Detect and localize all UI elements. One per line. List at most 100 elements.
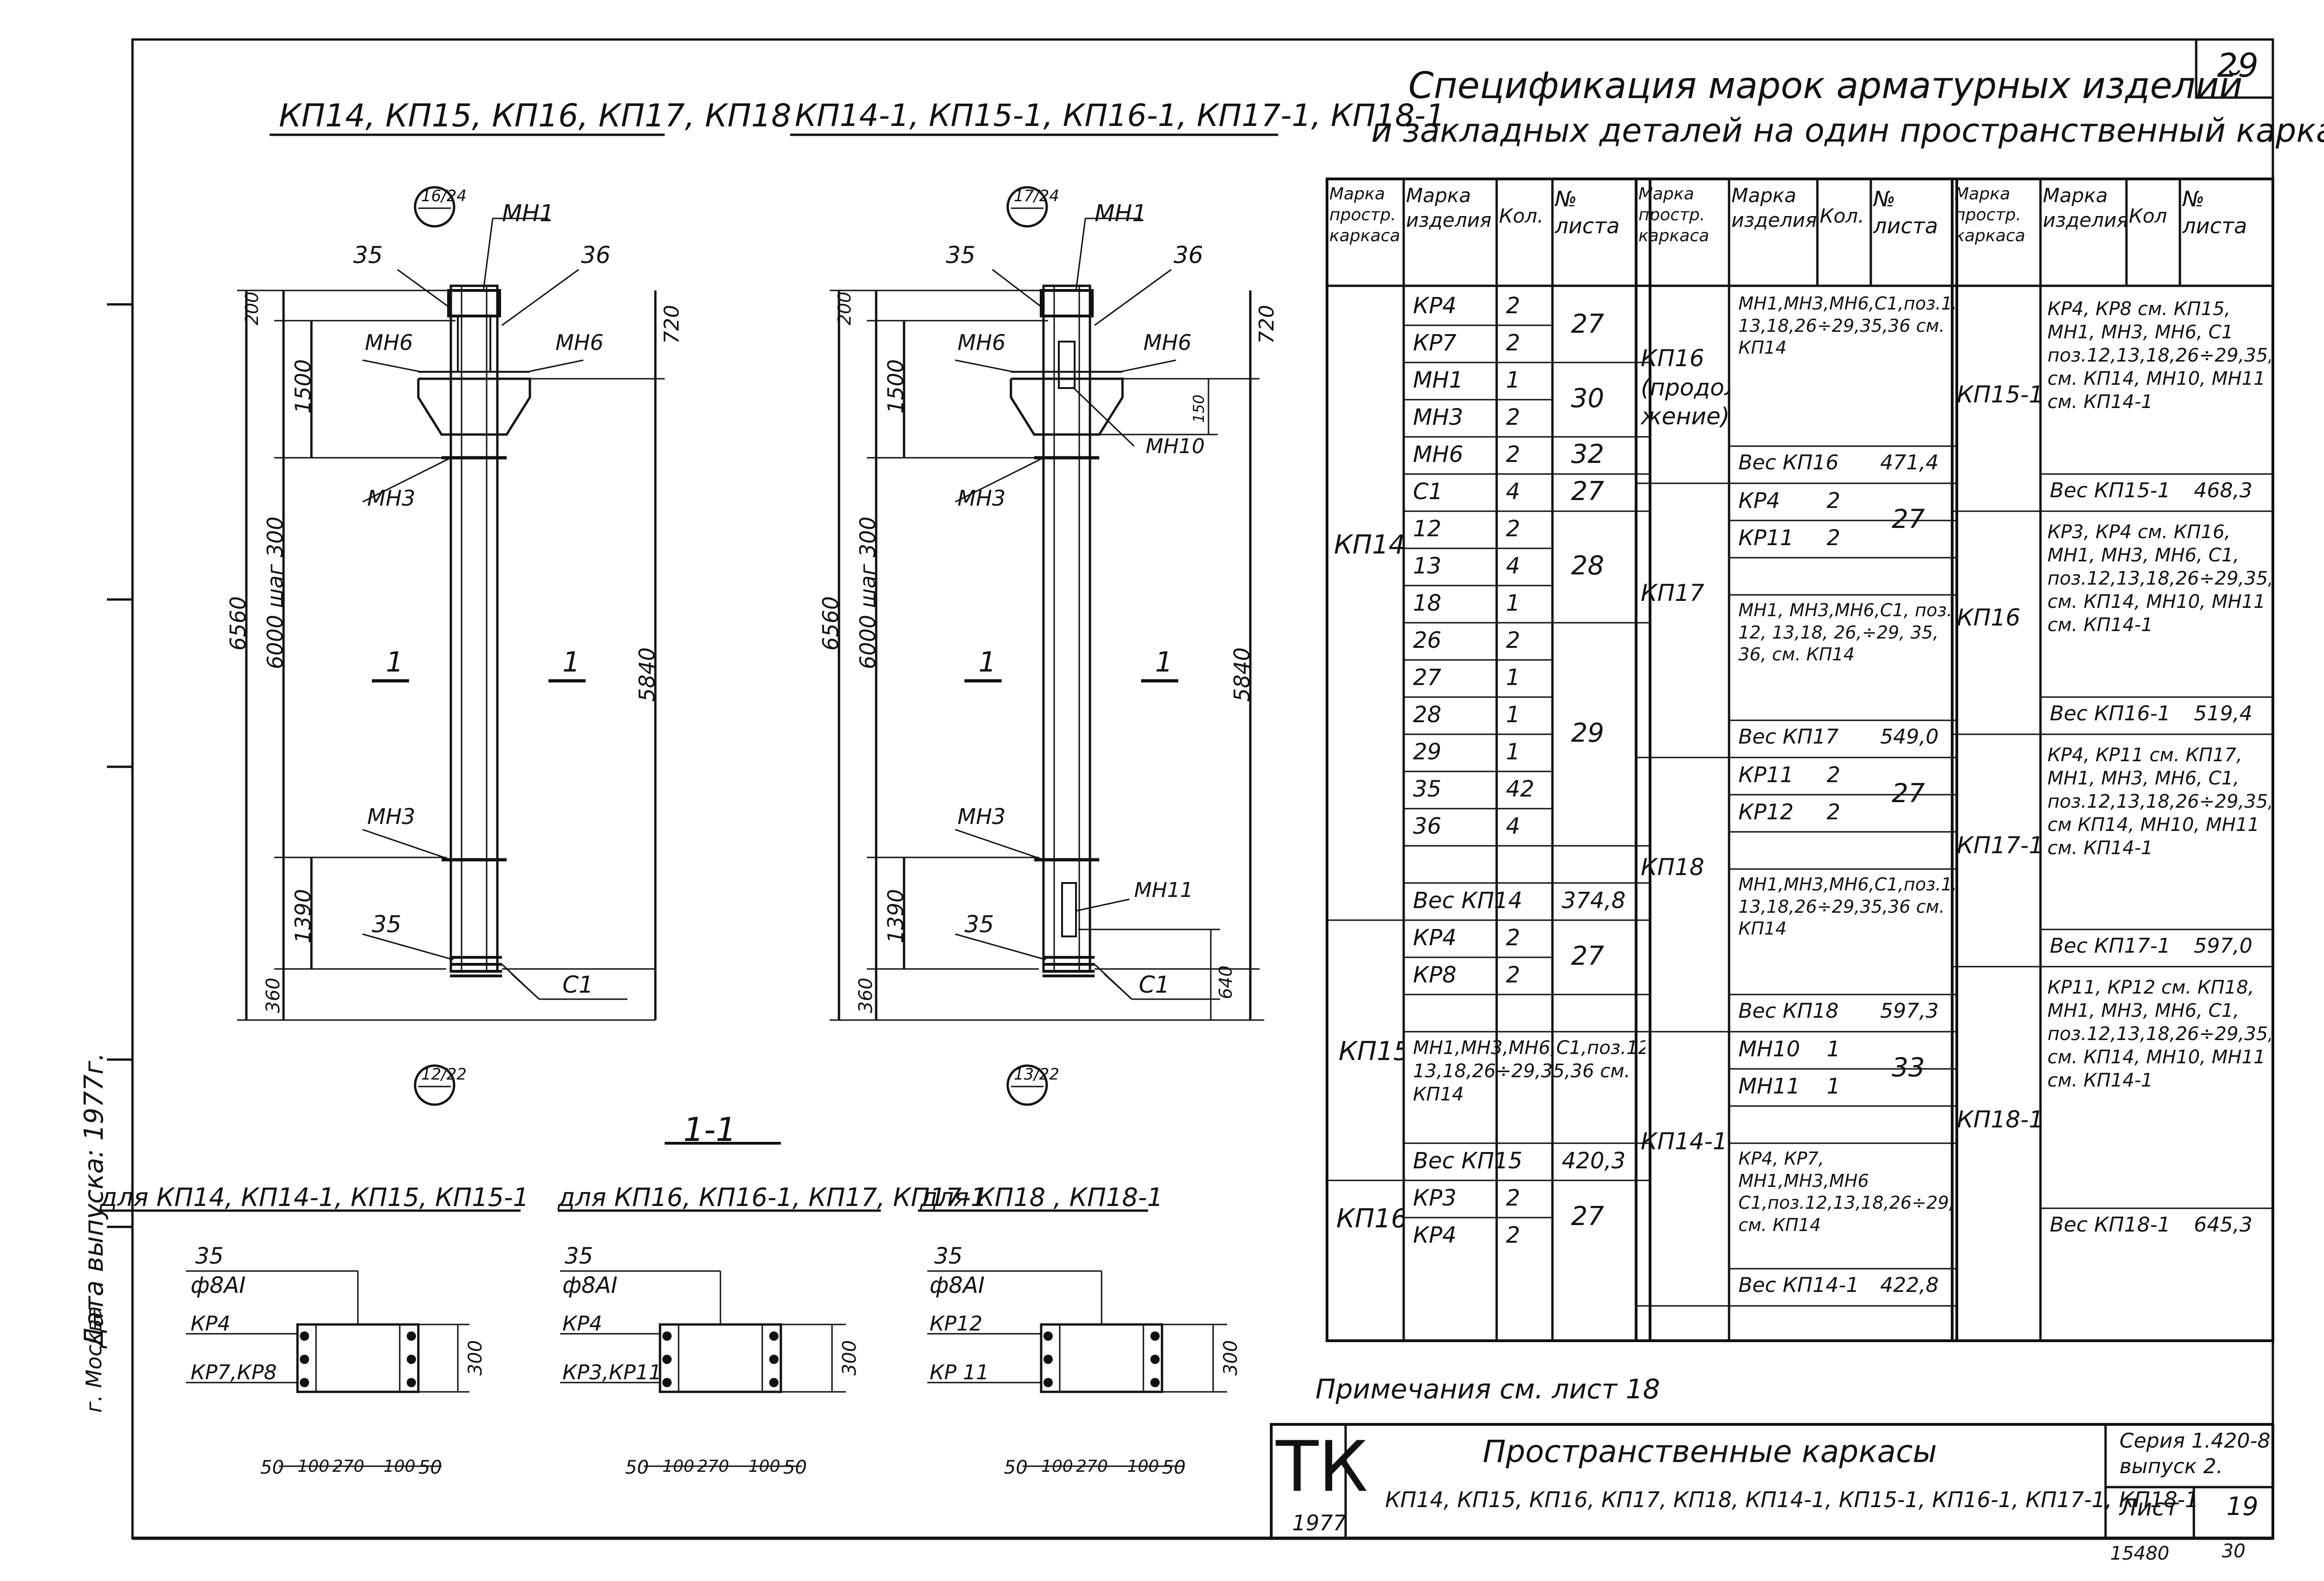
item-c2-2-0: КР11: [1738, 762, 1794, 787]
sheet-kp14-0: 27: [1571, 309, 1604, 339]
qty-c2-3-0: 1: [1827, 1036, 1841, 1061]
item-kp16-1: КР4: [1413, 1222, 1457, 1248]
section1-bottom-dim: 50: [418, 1457, 442, 1478]
view2-dim-640: 640: [1215, 965, 1236, 999]
title-block-subtitle: КП14, КП15, КП16, КП17, КП18, КП14-1, КП…: [1385, 1487, 2199, 1512]
view1-bottom-tag: 12/22: [421, 1065, 467, 1084]
sheet-kp16: 27: [1571, 1201, 1604, 1232]
section2-dim-300: 300: [839, 1340, 860, 1376]
qty-kp16-0: 2: [1506, 1185, 1520, 1211]
section1-bottom-dim: 100: [383, 1457, 416, 1476]
item-27: 27: [1413, 665, 1442, 691]
item-35: 35: [1413, 776, 1442, 802]
item-26: 26: [1413, 627, 1442, 653]
view1-dim-360: 360: [263, 977, 284, 1013]
weight-c2-3: 422,8: [1880, 1273, 1939, 1297]
view1-title: КП14, КП15, КП16, КП17, КП18: [279, 98, 792, 134]
view2-dim-6000: 6000 шаг 300: [855, 516, 880, 669]
margin-ticks: [107, 303, 132, 1228]
item-c2-1-1: КР11: [1738, 525, 1794, 550]
qty-МН3: 2: [1506, 404, 1520, 430]
view1-dim-6000: 6000 шаг 300: [263, 516, 288, 669]
header-frame-2: Марка простр. каркаса: [1638, 184, 1710, 245]
sheet-kp14-4: 28: [1571, 551, 1604, 581]
section2-top-label: КР4: [562, 1312, 602, 1336]
view2-dim-5840: 5840: [1229, 647, 1254, 702]
header-qty-2: Кол.: [1820, 204, 1864, 227]
view1-dim-720: 720: [660, 305, 684, 344]
section1-bar: 35: [195, 1243, 224, 1269]
qty-35: 42: [1506, 776, 1535, 802]
weight-kp15: 420,3: [1562, 1148, 1626, 1174]
qty-МН6: 2: [1506, 441, 1520, 468]
qty-28: 1: [1506, 702, 1520, 728]
view2-dim-150: 150: [1190, 394, 1208, 423]
header-sheet-3: № листа: [2182, 186, 2247, 238]
item-13: 13: [1413, 553, 1442, 579]
sheet-kp14-5: 29: [1571, 718, 1604, 748]
qty-c2-3-1: 1: [1827, 1074, 1841, 1099]
title-block-grid: [1270, 1423, 2274, 1540]
frame-c2-1: КП17: [1641, 580, 1704, 606]
section2-bottom-dim: 50: [625, 1457, 649, 1478]
title-block-title: Пространственные каркасы: [1483, 1434, 1937, 1469]
header-frame-1: Марка простр. каркаса: [1329, 184, 1400, 245]
ref-c2-3: КР4, КР7, МН1,МН3,МН6 С1,поз.12,13,18,26…: [1738, 1148, 1954, 1235]
section2-bottom-label: КР3,КР11: [562, 1361, 662, 1384]
weight-label-kp15: Вес КП15: [1413, 1148, 1523, 1174]
section-bars: [300, 1331, 1160, 1387]
title-block-inv: 15480: [2110, 1543, 2170, 1564]
ref-kp15: МН1,МН3,МН6,С1,поз.12, 13,18,26÷29,35,36…: [1413, 1037, 1645, 1105]
sheet-c2-3: 33: [1892, 1053, 1925, 1083]
qty-c2-1-0: 2: [1827, 488, 1841, 513]
weight-c3-0: 468,3: [2194, 479, 2252, 502]
view2-label-mn10: МН10: [1146, 435, 1205, 458]
qty-13: 4: [1506, 553, 1520, 579]
item-kp15-0: КР4: [1413, 925, 1457, 951]
weight-c2-0: 471,4: [1880, 451, 1939, 474]
item-36: 36: [1413, 813, 1442, 839]
view1-dim-6560: 6560: [225, 596, 251, 651]
view2-dim-200: 200: [834, 291, 855, 325]
section1-diam: ф8АI: [191, 1272, 246, 1298]
section3-bottom-dim: 50: [1004, 1457, 1028, 1478]
section3-bar: 35: [934, 1243, 963, 1269]
view2-dim-360: 360: [855, 977, 877, 1013]
view2-label-mn6-left: МН6: [957, 330, 1006, 355]
view1-label-mn6-left: МН6: [365, 330, 413, 355]
section3-dim-300: 300: [1220, 1340, 1241, 1376]
item-kp15-1: КР8: [1413, 962, 1457, 988]
item-С1: С1: [1413, 479, 1443, 505]
section1-top-label: КР4: [191, 1312, 231, 1336]
weight-label-c2-2: Вес КП18: [1738, 999, 1839, 1023]
header-item-2: Марка изделия: [1731, 184, 1817, 231]
view1-label-mn1: МН1: [502, 200, 555, 227]
view1-label-mn3-bottom: МН3: [367, 804, 416, 829]
qty-c2-1-1: 2: [1827, 525, 1841, 550]
view2-top-tag: 17/24: [1014, 187, 1059, 205]
header-frame-3: Марка простр. каркаса: [1954, 184, 2026, 245]
sheet-kp14-3: 27: [1571, 476, 1604, 507]
item-МН1: МН1: [1413, 367, 1464, 393]
section2-bottom-dim: 100: [748, 1457, 780, 1476]
section3-title: для КП18 , КП18-1: [920, 1183, 1163, 1212]
title-block-year: 1977: [1292, 1510, 1347, 1535]
frame-c3-3: КП18-1: [1957, 1106, 2040, 1133]
view1-dim-1500: 1500: [290, 359, 316, 414]
weight-label-c2-0: Вес КП16: [1738, 451, 1839, 474]
qty-КР7: 2: [1506, 330, 1520, 356]
view2-label-c1: С1: [1139, 971, 1170, 998]
qty-36: 4: [1506, 813, 1520, 839]
ref-c2-1: МН1, МН3,МН6,С1, поз. 12, 13,18, 26,÷29,…: [1738, 600, 1953, 665]
view2-label-mn3-top: МН3: [957, 486, 1006, 511]
section2-bar: 35: [565, 1243, 594, 1269]
view2-dim-720: 720: [1255, 305, 1279, 344]
section2-title: для КП16, КП16-1, КП17, КП17-1: [558, 1183, 987, 1212]
qty-29: 1: [1506, 739, 1520, 765]
qty-26: 2: [1506, 627, 1520, 653]
sheet-kp15: 27: [1571, 941, 1604, 971]
qty-МН1: 1: [1506, 367, 1520, 393]
section1-bottom-dim: 50: [260, 1457, 284, 1478]
section1-bottom-dim: 270: [332, 1457, 364, 1476]
